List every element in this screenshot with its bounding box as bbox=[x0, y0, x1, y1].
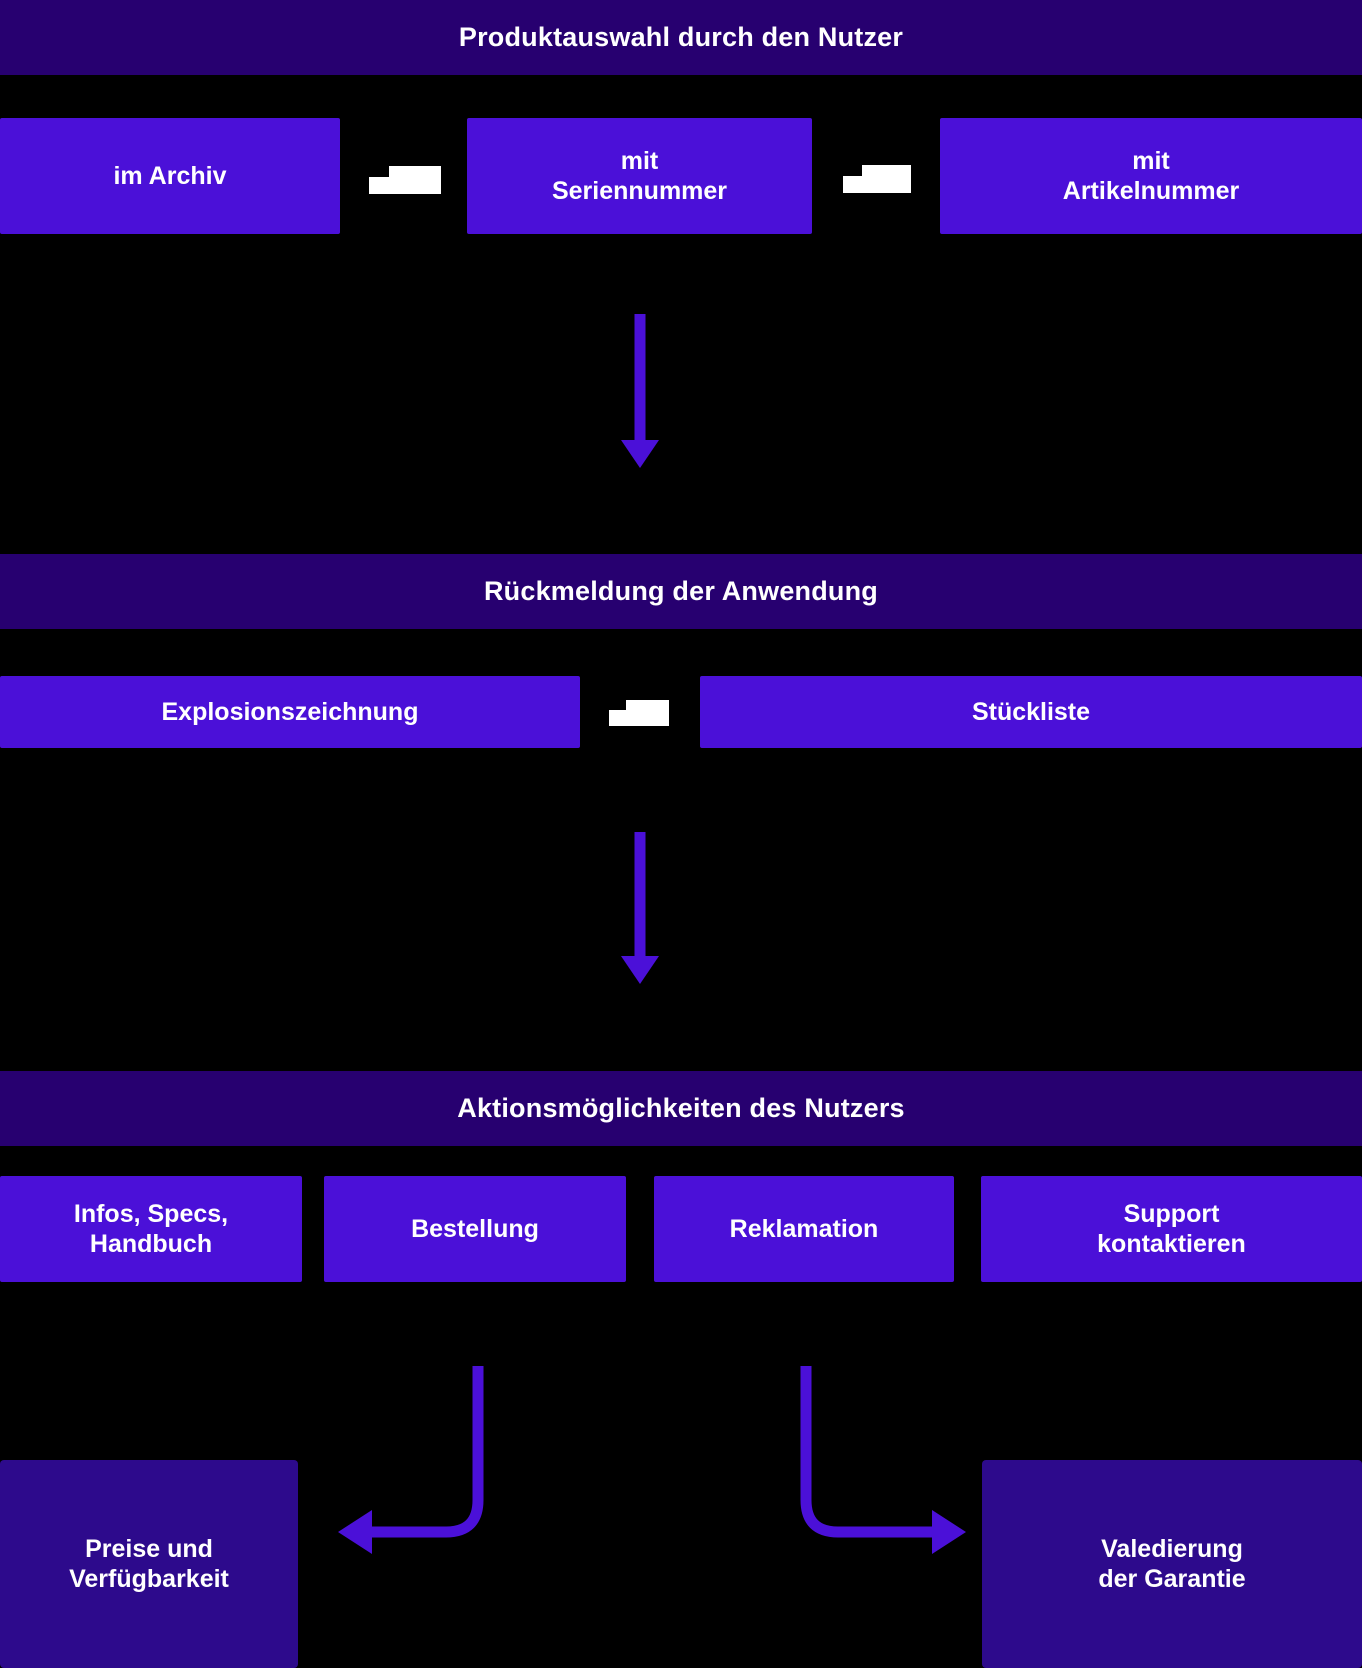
section-header-label: Produktauswahl durch den Nutzer bbox=[458, 22, 904, 52]
node-bestellung[interactable]: Bestellung bbox=[324, 1176, 626, 1282]
connector-glyph-icon bbox=[843, 165, 911, 193]
node-label: Bestellung bbox=[411, 1214, 539, 1243]
section-header-rueckmeldung: Rückmeldung der Anwendung bbox=[0, 554, 1362, 629]
arrow-down-to-rueckmeldung bbox=[621, 314, 659, 468]
node-stueckliste[interactable]: Stückliste bbox=[700, 676, 1362, 748]
node-label: Stückliste bbox=[971, 697, 1091, 726]
section-header-label: Rückmeldung der Anwendung bbox=[483, 576, 878, 606]
section-header-label: Aktionsmöglichkeiten des Nutzers bbox=[457, 1093, 905, 1123]
arrow-down-to-aktionen bbox=[621, 832, 659, 984]
node-infos-specs-handbuch[interactable]: Infos, Specs,Handbuch bbox=[0, 1176, 302, 1282]
section-header-aktionsmoeglichkeiten: Aktionsmöglichkeiten des Nutzers bbox=[0, 1071, 1362, 1146]
arrow-elbow-right-to-garantie bbox=[800, 1366, 966, 1554]
node-reklamation[interactable]: Reklamation bbox=[654, 1176, 954, 1282]
node-label: Infos, Specs,Handbuch bbox=[73, 1199, 229, 1259]
node-label: im Archiv bbox=[113, 161, 227, 190]
section-header-produktauswahl: Produktauswahl durch den Nutzer bbox=[0, 0, 1362, 75]
node-explosionszeichnung[interactable]: Explosionszeichnung bbox=[0, 676, 580, 748]
node-im-archiv[interactable]: im Archiv bbox=[0, 118, 340, 234]
node-label: Explosionszeichnung bbox=[161, 697, 419, 726]
node-label: Reklamation bbox=[729, 1214, 879, 1243]
connector-glyph-icon bbox=[369, 166, 441, 194]
connector-glyph-icon bbox=[609, 700, 669, 726]
arrow-elbow-left-to-preise bbox=[338, 1366, 484, 1554]
